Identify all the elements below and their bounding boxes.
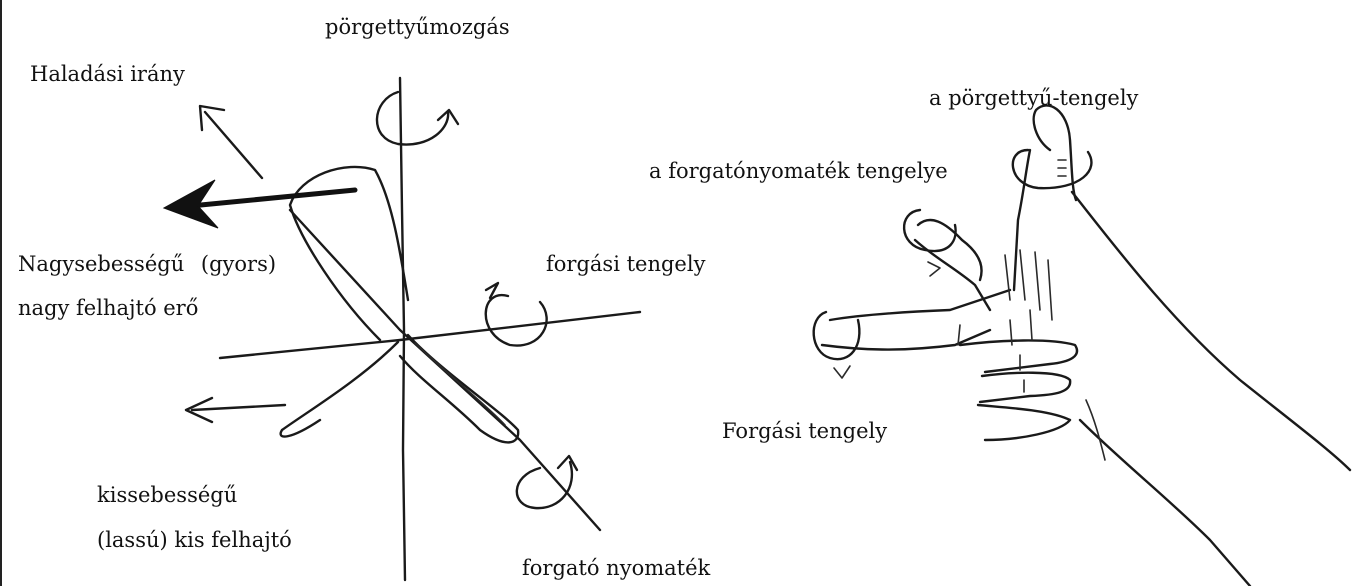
- horizontal-axis: [220, 312, 640, 358]
- label-nagysebessegu: Nagysebességű (gyors): [18, 254, 276, 275]
- wrist-lower: [1080, 420, 1250, 586]
- direction-arrow-shaft: [205, 112, 262, 178]
- top-spin-ring: [377, 92, 448, 145]
- ring-finger: [960, 340, 1077, 372]
- lower-left-wing: [281, 342, 398, 437]
- knuckle-lines: [1005, 250, 1052, 345]
- direction-arrowhead: [200, 106, 224, 130]
- index-arrowhead: [928, 262, 940, 276]
- label-porgettyu-tengely: a pörgettyű-tengely: [929, 88, 1138, 109]
- thumb-nail-marks: [1058, 160, 1066, 176]
- middle-finger-bottom: [822, 330, 990, 350]
- palm-lower: [978, 405, 1070, 440]
- label-haladasi-irany: Haladási irány: [30, 64, 185, 85]
- middle-finger-top: [830, 290, 1010, 320]
- middle-arrowhead: [834, 366, 850, 378]
- label-forgasi-tengely-left: forgási tengely: [546, 254, 705, 275]
- torque-spin-arrowhead: [558, 456, 577, 470]
- vertical-axis: [400, 78, 405, 580]
- slow-lift-arrow-shaft: [192, 405, 285, 410]
- label-nagy-felhajto: nagy felhajtó erő: [18, 298, 198, 319]
- label-porgettyumozgas: pörgettyűmozgás: [325, 17, 510, 38]
- index-spin-ring: [904, 210, 956, 251]
- label-lassu-kis-felhajto: (lassú) kis felhajtó: [97, 530, 292, 551]
- pinky-finger: [980, 373, 1070, 402]
- finger-creases: [958, 325, 1024, 392]
- label-forgatonyomatek-tengelye: a forgatónyomaték tengelye: [649, 161, 948, 182]
- right-spin-ring: [486, 295, 547, 345]
- back-of-hand: [1072, 192, 1350, 470]
- label-forgato-nyomatek: forgató nyomaték: [522, 558, 710, 579]
- label-kissebessegu: kissebességű: [97, 485, 237, 506]
- thumb-spin-ring: [1013, 150, 1092, 188]
- label-forgasi-tengely-right: Forgási tengely: [722, 421, 887, 442]
- lower-right-wing: [400, 335, 518, 442]
